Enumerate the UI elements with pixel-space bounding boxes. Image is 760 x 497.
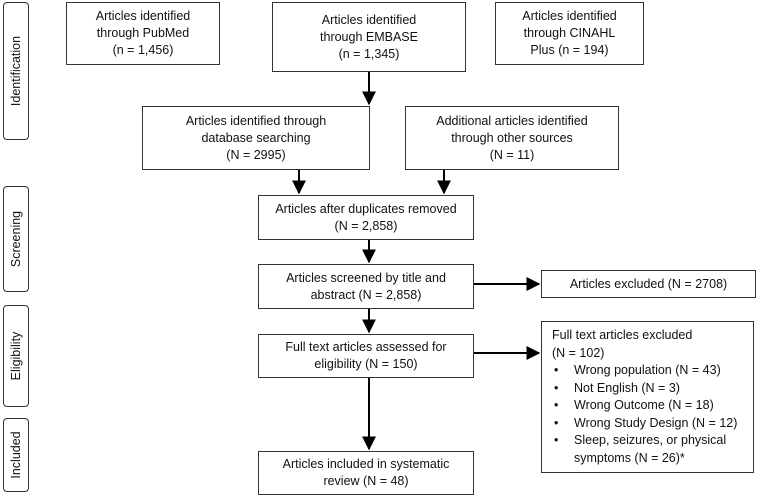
reason-item: Wrong Outcome (N = 18): [552, 397, 747, 415]
full-text-excluded-box: Full text articles excluded (N = 102) Wr…: [541, 321, 754, 473]
duplicates-removed-box: Articles after duplicates removed (N = 2…: [258, 195, 474, 240]
reason-item: Sleep, seizures, or physical: [552, 432, 747, 450]
stage-screening: Screening: [3, 186, 29, 292]
exclusion-reasons-list: Wrong population (N = 43) Not English (N…: [552, 362, 747, 450]
database-searching-box: Articles identified through database sea…: [142, 106, 370, 170]
screened-box: Articles screened by title and abstract …: [258, 264, 474, 309]
stage-identification: Identification: [3, 2, 29, 140]
reason-item: Not English (N = 3): [552, 380, 747, 398]
included-box: Articles included in systematic review (…: [258, 451, 474, 495]
reason-item-continued: symptoms (N = 26)*: [574, 450, 685, 465]
cinahl-box: Articles identified through CINAHL Plus …: [495, 2, 644, 65]
articles-excluded-box: Articles excluded (N = 2708): [541, 270, 756, 298]
stage-included: Included: [3, 418, 29, 492]
stage-eligibility: Eligibility: [3, 305, 29, 407]
other-sources-box: Additional articles identified through o…: [405, 106, 619, 170]
embase-box: Articles identified through EMBASE (n = …: [272, 2, 466, 72]
reason-item: Wrong Study Design (N = 12): [552, 415, 747, 433]
full-text-excluded-heading: Full text articles excluded (N = 102): [552, 328, 693, 360]
reason-item: Wrong population (N = 43): [552, 362, 747, 380]
pubmed-box: Articles identified through PubMed (n = …: [66, 2, 220, 65]
full-text-assessed-box: Full text articles assessed for eligibil…: [258, 334, 474, 378]
